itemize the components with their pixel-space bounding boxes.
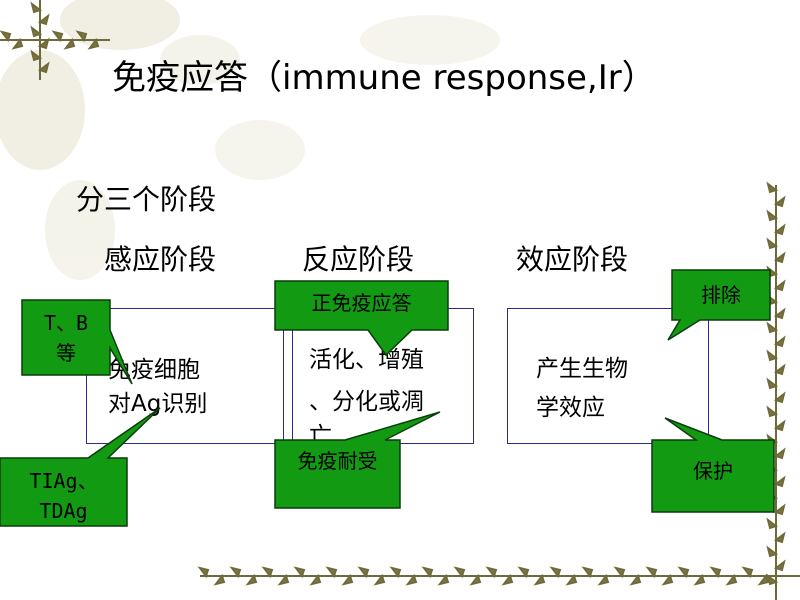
- stage-label-effect: 效应阶段: [516, 243, 629, 276]
- callout-antigen-line-2: TDAg: [39, 499, 88, 523]
- callout-antigen-shape: [0, 407, 161, 527]
- callout-positive-text: 正免疫应答: [311, 291, 412, 315]
- callout-tolerance-text: 免疫耐受: [297, 449, 378, 473]
- effect-box: [507, 308, 709, 444]
- effect-line-1: 产生生物: [536, 356, 628, 382]
- stage-label-induction: 感应阶段: [104, 243, 217, 276]
- callout-tolerance-shape: [274, 411, 441, 509]
- callout-tb-shape: [21, 299, 133, 385]
- effect-line-2: 学效应: [536, 395, 605, 421]
- callout-tb-line-2: 等: [56, 341, 76, 365]
- slide-title: 免疫应答（immune response,Ir）: [112, 58, 656, 98]
- reaction-line-1: 活化、增殖: [309, 347, 424, 373]
- callout-protect-shape: [651, 417, 775, 513]
- callout-eliminate-text: 排除: [701, 283, 741, 307]
- callout-eliminate-shape: [667, 269, 771, 341]
- induction-box: [86, 308, 284, 444]
- reaction-line-2: 、分化或凋: [309, 389, 424, 415]
- callout-positive-shape: [274, 280, 449, 357]
- callout-antigen-line-1: TIAg、: [29, 469, 98, 493]
- stage-label-reaction: 反应阶段: [302, 243, 415, 276]
- slide-subtitle: 分三个阶段: [76, 183, 217, 216]
- callout-protect-text: 保护: [693, 459, 733, 483]
- reaction-line-3: 亡: [309, 423, 332, 442]
- callout-tb-line-1: T、B: [43, 311, 89, 335]
- induction-line-2: 对Ag识别: [108, 391, 208, 417]
